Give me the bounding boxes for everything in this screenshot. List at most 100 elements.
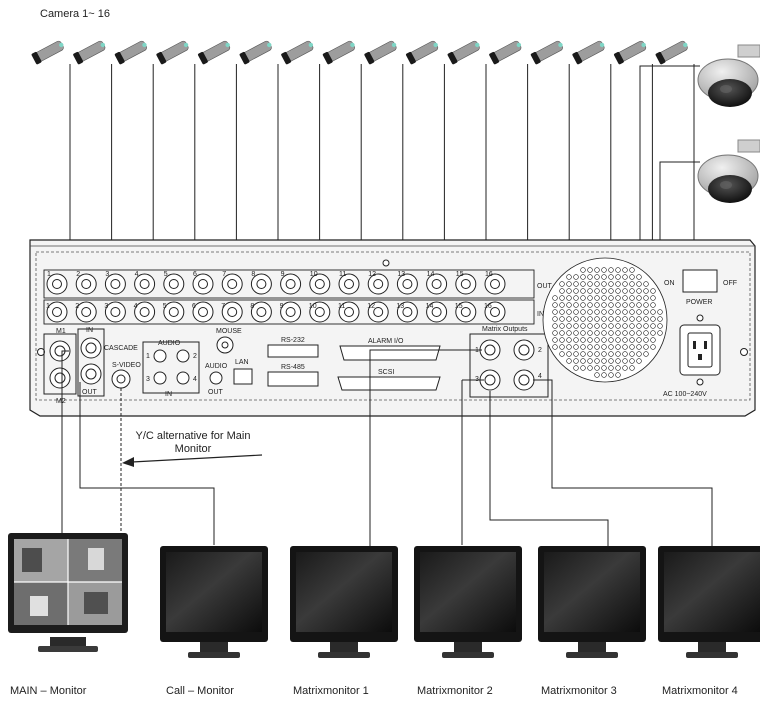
svg-text:1: 1 [146,353,150,360]
bnc-in-label-10: 10 [309,303,317,310]
dome-camera-2 [697,139,760,203]
alarm-label: ALARM I/O [368,338,404,345]
bnc-in-label-16: 16 [484,303,492,310]
bnc-in-label-6: 6 [192,303,196,310]
main-monitor [8,533,128,652]
mouse-label: MOUSE [216,328,242,335]
black-monitors [160,546,760,658]
audio-out-label-top: AUDIO [205,363,228,370]
bullet-camera-4 [156,40,189,65]
bnc-out-label-6: 6 [193,271,197,278]
svg-text:2: 2 [193,353,197,360]
bnc-out-label-2: 2 [76,271,80,278]
bnc-in-label-3: 3 [104,303,108,310]
bullet-camera-15 [613,40,647,65]
label-call-monitor: Call – Monitor [166,685,234,697]
matrix-port-2: 2 [538,347,542,354]
cameras-title: Camera 1~ 16 [40,8,111,20]
bnc-in-label-5: 5 [163,303,167,310]
monitor-3 [290,546,398,658]
bnc-in-label-8: 8 [250,303,254,310]
matrix-port-4: 4 [538,373,542,380]
bnc-in-label-15: 15 [455,303,463,310]
audio-in-label: IN [165,391,172,398]
bullet-camera-9 [364,40,397,65]
monitor-6 [658,546,760,658]
bullet-camera-13 [530,40,563,65]
bnc-in-label-14: 14 [426,303,434,310]
bullet-camera-16 [655,40,688,65]
label-matrixmonitor-4: Matrixmonitor 4 [662,685,738,697]
bnc-out-label-1: 1 [47,271,51,278]
bnc-out-label-11: 11 [339,271,346,278]
bnc-in-label-4: 4 [134,303,138,310]
monitor-4 [414,546,522,658]
power-on-label: ON [664,280,675,287]
fan-grille [542,257,668,383]
bnc-out-label-8: 8 [251,271,255,278]
cascade-in-label: IN [86,327,93,334]
bullet-camera-8 [322,40,355,65]
bullet-camera-12 [489,40,522,65]
svg-text:3: 3 [146,376,150,383]
m2-label: M2 [56,398,66,405]
bnc-out-label-15: 15 [456,271,464,278]
monitor-5 [538,546,646,658]
bullet-camera-7 [281,40,314,65]
bnc-in-label-1: 1 [46,303,50,310]
svg-text:4: 4 [193,376,197,383]
audio-out-label-bottom: OUT [208,389,224,396]
monitor-2 [160,546,268,658]
bullet-camera-1 [31,40,64,65]
bnc-out-label-12: 12 [368,271,376,278]
label-matrixmonitor-1: Matrixmonitor 1 [293,685,369,697]
camera-group [31,40,688,65]
bnc-out-label-16: 16 [485,271,493,278]
bnc-out-label-14: 14 [427,271,435,278]
bullet-camera-3 [114,40,147,65]
label-main-monitor: MAIN – Monitor [10,685,87,697]
bullet-camera-2 [73,40,106,65]
bnc-in-label-7: 7 [221,303,225,310]
dome-camera-1 [697,44,760,107]
bnc-in-label-13: 13 [396,303,404,310]
label-matrixmonitor-2: Matrixmonitor 2 [417,685,493,697]
audio-label: AUDIO [158,340,181,347]
rs232-label: RS-232 [281,337,305,344]
bnc-in-label-11: 11 [338,303,345,310]
bullet-camera-11 [447,40,480,65]
bnc-in-label-2: 2 [75,303,79,310]
svideo-label: S-VIDEO [112,362,141,369]
bnc-out-label-5: 5 [164,271,168,278]
bnc-in-label-12: 12 [367,303,375,310]
bnc-in-label-9: 9 [280,303,284,310]
yc-arrow [122,454,263,467]
rs485-label: RS-485 [281,364,305,371]
yc-note: Y/C alternative for Main Monitor [135,430,251,455]
scsi-label: SCSI [378,369,394,376]
out-label: OUT [537,283,553,290]
power-label: POWER [686,299,712,306]
bnc-out-label-10: 10 [310,271,318,278]
bnc-out-label-3: 3 [105,271,109,278]
bnc-out-label-7: 7 [222,271,226,278]
in-label: IN [537,311,544,318]
label-matrixmonitor-3: Matrixmonitor 3 [541,685,617,697]
bnc-out-label-13: 13 [397,271,405,278]
bnc-out-label-4: 4 [135,271,139,278]
output-wires [61,349,713,548]
bullet-camera-10 [405,40,439,65]
matrix-outputs-label: Matrix Outputs [482,326,528,333]
m1-label: M1 [56,328,66,335]
bullet-camera-14 [572,40,605,65]
bnc-out-label-9: 9 [281,271,285,278]
cascade-out-label: OUT [82,389,98,396]
lan-label: LAN [235,359,249,366]
bullet-camera-5 [197,40,231,65]
ac-label: AC 100~240V [663,391,707,398]
power-off-label: OFF [723,280,737,287]
